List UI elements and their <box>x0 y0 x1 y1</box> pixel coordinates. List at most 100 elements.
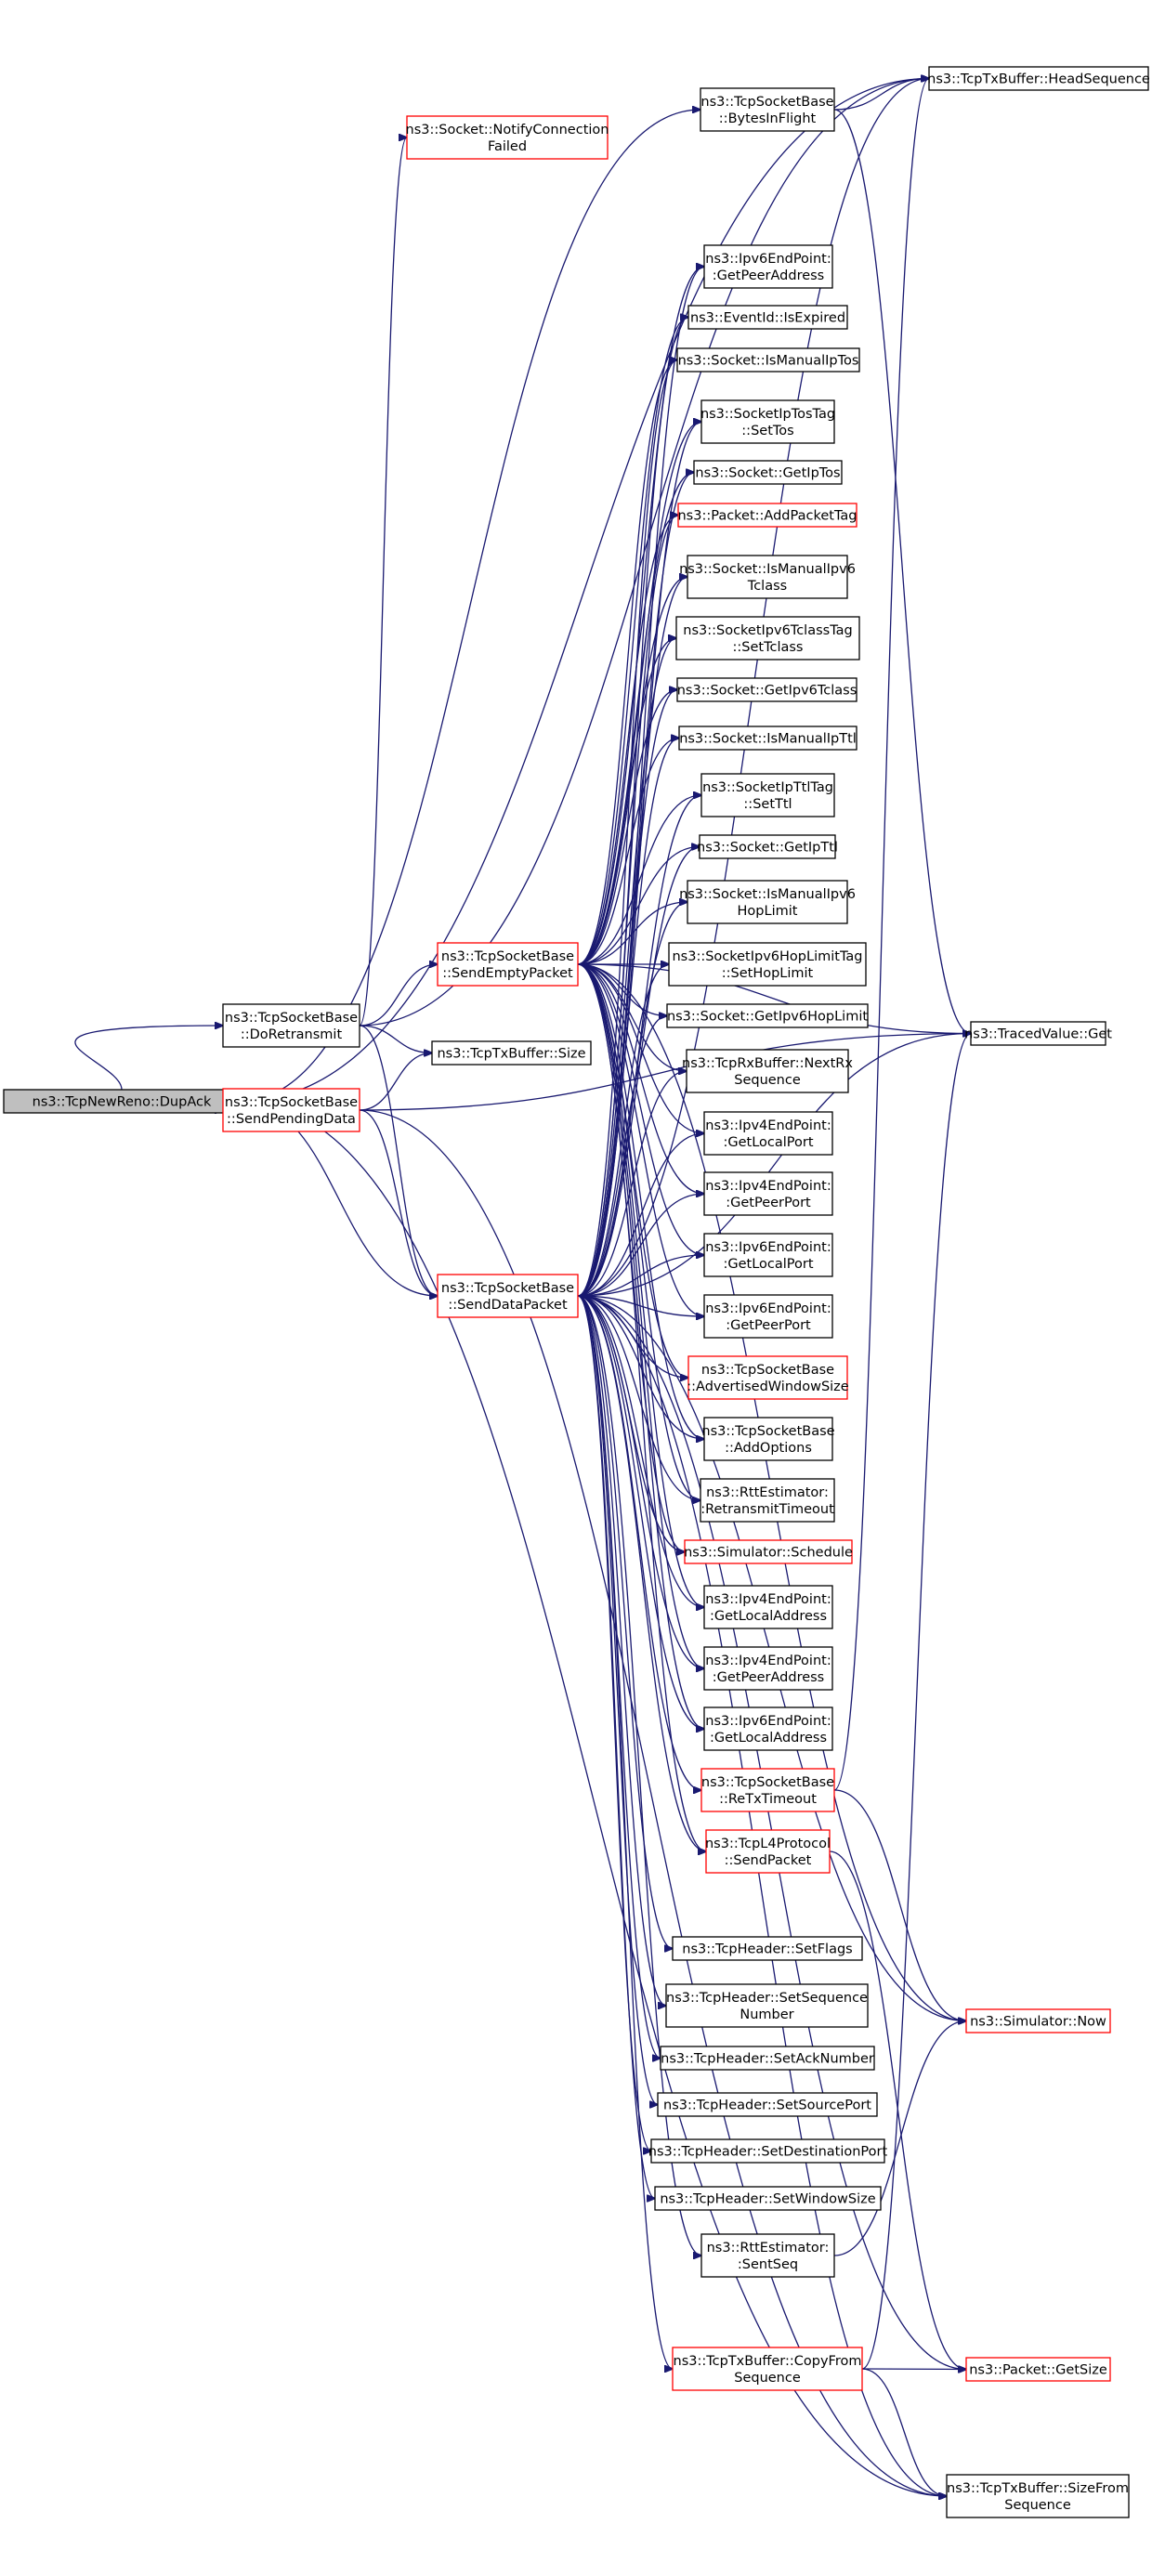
node-l4sendpacket[interactable]: ns3::TcpL4Protocol::SendPacket <box>705 1829 831 1874</box>
edge-senddata-to-ipv6getlocalport <box>577 1255 704 1297</box>
node-setacknum[interactable]: ns3::TcpHeader::SetAckNumber <box>660 2046 875 2071</box>
node-label-sendpending-1: ::SendPendingData <box>227 1112 356 1127</box>
node-sendempty[interactable]: ns3::TcpSocketBase::SendEmptyPacket <box>437 942 579 987</box>
edge-doretransmit-to-notifyconn <box>359 137 407 1026</box>
node-ismanualipttl[interactable]: ns3::Socket::IsManualIpTtl <box>678 726 857 751</box>
node-label-addpackettag-0: ns3::Packet::AddPacketTag <box>677 509 857 524</box>
node-label-doretransmit-1: ::DoRetransmit <box>241 1027 343 1042</box>
node-ipv4getlocaladdr[interactable]: ns3::Ipv4EndPoint::GetLocalAddress <box>703 1585 833 1629</box>
node-rttretransmit[interactable]: ns3::RttEstimator::RetransmitTimeout <box>700 1478 835 1523</box>
node-label-ipv6getlocalport-1: :GetLocalPort <box>723 1257 813 1272</box>
node-box-packetgetsize <box>965 2357 1111 2382</box>
node-advwindow[interactable]: ns3::TcpSocketBase::AdvertisedWindowSize <box>687 1355 849 1400</box>
node-simnow[interactable]: ns3::Simulator::Now <box>965 2008 1111 2033</box>
node-ipv4getpeerport[interactable]: ns3::Ipv4EndPoint::GetPeerPort <box>703 1171 833 1216</box>
node-label-txsize-0: ns3::TcpTxBuffer::Size <box>437 1047 585 1062</box>
node-isexpired[interactable]: ns3::EventId::IsExpired <box>687 305 848 330</box>
node-label-ipv4getpeeraddr-0: ns3::Ipv4EndPoint: <box>705 1654 831 1668</box>
node-sentseq[interactable]: ns3::RttEstimator::SentSeq <box>700 2233 835 2278</box>
edge-senddata-to-setdstport <box>577 1295 651 2151</box>
node-box-setwinsize <box>654 2186 882 2211</box>
node-box-advwindow <box>687 1355 848 1400</box>
node-box-getipttl <box>699 834 836 859</box>
node-sendpending[interactable]: ns3::TcpSocketBase::SendPendingData <box>222 1088 360 1132</box>
node-retxtimeout[interactable]: ns3::TcpSocketBase::ReTxTimeout <box>700 1768 835 1812</box>
node-setttl[interactable]: ns3::SocketIpTtlTag::SetTtl <box>700 773 835 817</box>
node-doretransmit[interactable]: ns3::TcpSocketBase::DoRetransmit <box>222 1003 360 1048</box>
edge-senddata-to-ipv6getlocaladdr <box>577 1295 704 1729</box>
node-label-ismanualiptos-0: ns3::Socket::IsManualIpTos <box>678 354 859 369</box>
edge-sendempty-to-isexpired <box>577 318 688 965</box>
node-label-retxtimeout-1: ::ReTxTimeout <box>719 1792 817 1807</box>
node-ipv4getpeeraddr[interactable]: ns3::Ipv4EndPoint::GetPeerAddress <box>703 1646 833 1691</box>
node-box-ismanualipttl <box>678 726 857 751</box>
node-box-schedule <box>684 1539 853 1564</box>
edge-senddata-to-isexpired <box>577 318 688 1297</box>
node-box-nextrxseq <box>686 1049 849 1093</box>
node-txsize[interactable]: ns3::TcpTxBuffer::Size <box>431 1040 592 1066</box>
node-tracedget[interactable]: ns3::TracedValue::Get <box>964 1021 1112 1046</box>
edge-sendpending-to-sizefromseq <box>359 1109 947 2496</box>
node-label-notifyconn-1: Failed <box>488 139 527 154</box>
node-sethoplimit[interactable]: ns3::SocketIpv6HopLimitTag::SetHopLimit <box>668 942 867 987</box>
node-bytesinflight[interactable]: ns3::TcpSocketBase::BytesInFlight <box>700 87 835 132</box>
node-ipv4getlocalport[interactable]: ns3::Ipv4EndPoint::GetLocalPort <box>703 1111 833 1156</box>
node-getipv6tclass[interactable]: ns3::Socket::GetIpv6Tclass <box>676 677 857 702</box>
node-ipv6getpeeraddr[interactable]: ns3::Ipv6EndPoint::GetPeerAddress <box>703 244 833 289</box>
node-label-l4sendpacket-1: ::SendPacket <box>725 1853 812 1868</box>
node-label-ismanualipv6hop-1: HopLimit <box>738 904 798 919</box>
node-box-ipv4getpeeraddr <box>703 1646 833 1691</box>
node-addoptions[interactable]: ns3::TcpSocketBase::AddOptions <box>701 1417 835 1461</box>
node-settos[interactable]: ns3::SocketIpTosTag::SetTos <box>700 399 835 444</box>
node-ipv6getlocalport[interactable]: ns3::Ipv6EndPoint::GetLocalPort <box>703 1233 833 1277</box>
node-label-addoptions-0: ns3::TcpSocketBase <box>701 1424 834 1439</box>
node-setsrcport[interactable]: ns3::TcpHeader::SetSourcePort <box>657 2092 878 2117</box>
edge-sendempty-to-ipv6getpeerport <box>577 963 704 1316</box>
node-box-getipv6tclass <box>676 677 857 702</box>
node-label-ismanualipttl-0: ns3::Socket::IsManualIpTtl <box>679 732 857 747</box>
edge-senddata-to-getipttl <box>577 847 700 1297</box>
edge-copyfromseq-to-packetgetsize <box>861 2369 966 2370</box>
node-label-packetgetsize-0: ns3::Packet::GetSize <box>969 2363 1107 2378</box>
edge-sendpending-to-tracedget <box>359 1034 971 1111</box>
edge-sendempty-to-nextrxseq <box>577 963 687 1071</box>
edge-sendempty-to-ipv6getlocaladdr <box>577 963 704 1729</box>
node-setwinsize[interactable]: ns3::TcpHeader::SetWindowSize <box>654 2186 882 2211</box>
node-settclass[interactable]: ns3::SocketIpv6TclassTag::SetTclass <box>675 616 860 660</box>
node-box-ipv6getlocaladdr <box>703 1706 833 1751</box>
edge-senddata-to-tracedget <box>577 1034 971 1297</box>
node-ipv6getlocaladdr[interactable]: ns3::Ipv6EndPoint::GetLocalAddress <box>703 1706 833 1751</box>
node-getiptos[interactable]: ns3::Socket::GetIpTos <box>693 460 843 485</box>
node-box-ipv6getpeeraddr <box>703 244 833 289</box>
node-schedule[interactable]: ns3::Simulator::Schedule <box>684 1539 853 1564</box>
node-senddata[interactable]: ns3::TcpSocketBase::SendDataPacket <box>437 1274 579 1318</box>
node-label-dupack-0: ns3::TcpNewReno::DupAck <box>33 1095 212 1110</box>
node-headseq[interactable]: ns3::TcpTxBuffer::HeadSequence <box>927 66 1150 91</box>
node-box-sentseq <box>700 2233 835 2278</box>
node-setflags[interactable]: ns3::TcpHeader::SetFlags <box>672 1936 863 1961</box>
node-getipttl[interactable]: ns3::Socket::GetIpTtl <box>697 834 838 859</box>
node-getipv6hoplimit[interactable]: ns3::Socket::GetIpv6HopLimit <box>666 1003 869 1028</box>
node-dupack[interactable]: ns3::TcpNewReno::DupAck <box>3 1089 241 1114</box>
node-setdstport[interactable]: ns3::TcpHeader::SetDestinationPort <box>648 2138 888 2164</box>
node-box-settos <box>700 399 835 444</box>
node-packetgetsize[interactable]: ns3::Packet::GetSize <box>965 2357 1111 2382</box>
node-ipv6getpeerport[interactable]: ns3::Ipv6EndPoint::GetPeerPort <box>703 1294 833 1339</box>
node-box-getiptos <box>693 460 843 485</box>
node-addpackettag[interactable]: ns3::Packet::AddPacketTag <box>677 503 857 528</box>
node-label-advwindow-1: ::AdvertisedWindowSize <box>687 1380 849 1394</box>
edge-senddata-to-ismanualiptos <box>577 360 677 1297</box>
node-label-ismanualipv6tclass-0: ns3::Socket::IsManualIpv6 <box>679 562 856 577</box>
node-ismanualiptos[interactable]: ns3::Socket::IsManualIpTos <box>676 347 860 373</box>
node-label-sentseq-0: ns3::RttEstimator: <box>707 2241 830 2256</box>
node-label-senddata-1: ::SendDataPacket <box>448 1298 568 1313</box>
node-label-bytesinflight-0: ns3::TcpSocketBase <box>700 95 833 110</box>
edge-doretransmit-to-sendempty <box>359 964 438 1026</box>
